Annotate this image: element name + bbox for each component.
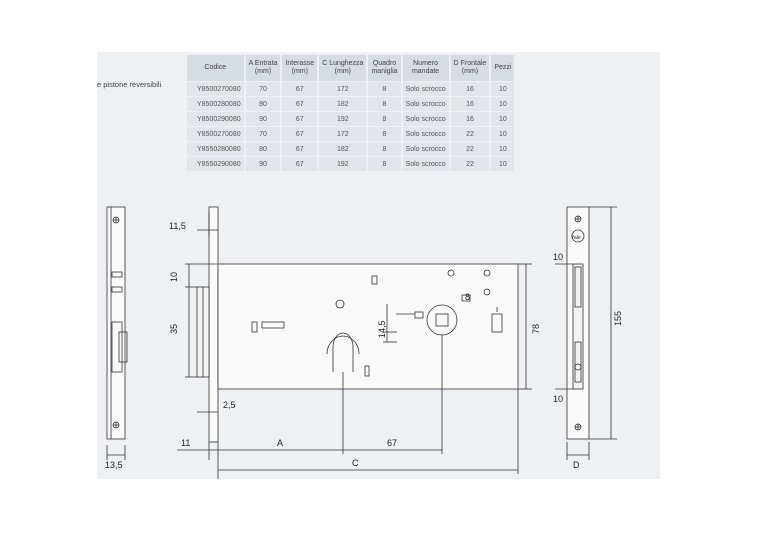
dim-67-label: 67 [387, 438, 397, 448]
table-cell: Solo scrocco [402, 82, 449, 96]
table-cell: 22 [450, 142, 490, 156]
table-cell: 192 [319, 157, 367, 171]
table-cell: 90 [245, 112, 281, 126]
table-cell: 10 [491, 142, 515, 156]
dim-14-5-label: 14,5 [377, 320, 387, 338]
table-cell: 70 [245, 82, 281, 96]
lock-body-view [196, 206, 519, 443]
table-cell: 80 [245, 97, 281, 111]
table-cell: 172 [319, 127, 367, 141]
dim-a-label: A [277, 438, 283, 448]
column-header: A Entrata(mm) [245, 55, 281, 81]
table-cell: 182 [319, 97, 367, 111]
table-cell: Y8500290080 [187, 112, 244, 126]
front-plate-front-view [555, 206, 617, 460]
table-cell: 67 [282, 142, 318, 156]
table-cell: 16 [450, 112, 490, 126]
dim-35-label: 35 [169, 324, 179, 334]
table-cell: 172 [319, 82, 367, 96]
side-label: e pistone reversibili [97, 80, 162, 89]
column-header: Interasse(mm) [282, 55, 318, 81]
table-cell: 8 [368, 157, 401, 171]
table-cell: Solo scrocco [402, 142, 449, 156]
dim-10-top-label: 10 [553, 252, 563, 262]
dim-10-bottom-label: 10 [553, 394, 563, 404]
table-cell: 10 [491, 82, 515, 96]
column-header: Pezzi [491, 55, 515, 81]
table-cell: 182 [319, 142, 367, 156]
table-cell: 67 [282, 127, 318, 141]
dim-2-5-label: 2,5 [223, 400, 236, 410]
dim-10-left-label: 10 [169, 272, 179, 282]
front-plate-side-view [106, 206, 128, 440]
dim-8-label: 8 [465, 292, 470, 302]
table-cell: 10 [491, 127, 515, 141]
lock-technical-drawing: 11,5 10 35 2,5 11 13,5 A 67 C 14,5 8 78 … [105, 206, 623, 479]
table-cell: 67 [282, 82, 318, 96]
table-cell: 8 [368, 97, 401, 111]
table-cell: 67 [282, 157, 318, 171]
table-cell: 192 [319, 112, 367, 126]
column-header: C Lunghezza(mm) [319, 55, 367, 81]
dim-d-label: D [573, 460, 580, 470]
table-cell: 8 [368, 142, 401, 156]
table-cell: 67 [282, 97, 318, 111]
table-cell: 10 [491, 157, 515, 171]
table-cell: Solo scrocco [402, 157, 449, 171]
table-cell: 22 [450, 157, 490, 171]
table-cell: 16 [450, 82, 490, 96]
table-cell: 70 [245, 127, 281, 141]
table-cell: 90 [245, 157, 281, 171]
table-cell: Y8500270080 [187, 127, 244, 141]
dim-78-label: 78 [531, 324, 541, 334]
table-cell: Solo scrocco [402, 127, 449, 141]
table-cell: 67 [282, 112, 318, 126]
table-cell: Solo scrocco [402, 97, 449, 111]
table-cell: 8 [368, 82, 401, 96]
table-cell: 8 [368, 112, 401, 126]
table-cell: 16 [450, 97, 490, 111]
dim-155-label: 155 [613, 311, 623, 326]
yale-logo-text: Yale [571, 235, 581, 241]
table-cell: Y8500270080 [187, 82, 244, 96]
dim-11-label: 11 [181, 438, 190, 448]
column-header: Codice [187, 55, 244, 81]
dim-c-label: C [352, 458, 359, 468]
dim-13-5-label: 13,5 [105, 460, 123, 470]
table-cell: 10 [491, 97, 515, 111]
column-header: D Frontale(mm) [450, 55, 490, 81]
dim-11-5-label: 11,5 [169, 221, 186, 231]
table-cell: 8 [368, 127, 401, 141]
table-cell: Y8500280080 [187, 97, 244, 111]
table-cell: 80 [245, 142, 281, 156]
table-cell: Y8550290080 [187, 157, 244, 171]
table-cell: 22 [450, 127, 490, 141]
table-cell: Solo scrocco [402, 112, 449, 126]
table-cell: Y8550280080 [187, 142, 244, 156]
table-cell: 10 [491, 112, 515, 126]
